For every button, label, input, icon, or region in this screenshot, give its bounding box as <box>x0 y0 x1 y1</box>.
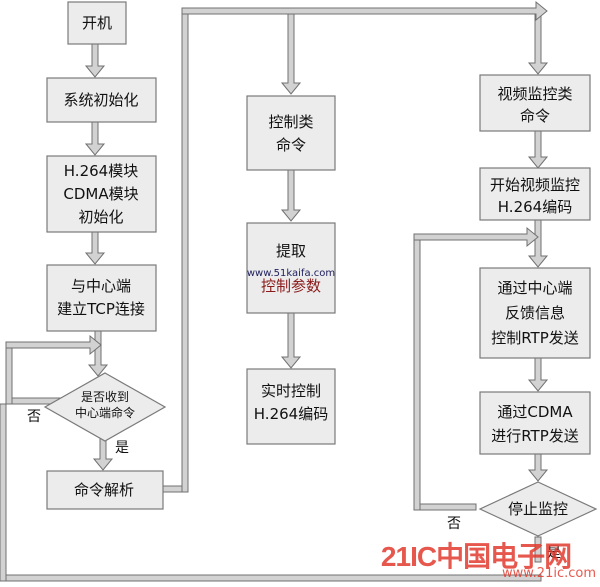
edge-label-yes: 是 <box>115 440 129 456</box>
arrow-loop-left-top <box>5 334 102 356</box>
arrow-feedback-to-cdma <box>527 357 549 392</box>
node-parse-cmd <box>46 470 164 510</box>
arrow-top-to-video <box>527 13 549 75</box>
label-module-init-1: H.264模块 <box>64 162 138 180</box>
arrow-video-to-start <box>527 130 549 169</box>
arrow-parse-right <box>162 485 183 493</box>
label-feedback-3: 控制RTP发送 <box>491 329 579 347</box>
node-power-on <box>67 1 127 45</box>
edge-label-no-right: 否 <box>447 516 461 532</box>
label-power-on: 开机 <box>82 14 112 32</box>
node-system-init <box>46 77 157 123</box>
node-start-video <box>479 167 591 221</box>
label-stop: 停止监控 <box>508 500 568 518</box>
label-module-init-3: 初始化 <box>78 208 123 226</box>
arrow-start-to-feedback <box>527 219 549 268</box>
label-extract-2: 控制参数 <box>261 277 321 295</box>
arrow-loop-left-vertical <box>5 341 13 405</box>
arrow-stop-to-bottom <box>534 536 542 563</box>
arrow-stop-loop-top <box>413 226 539 248</box>
label-feedback-1: 通过中心端 <box>497 279 572 297</box>
nodes <box>43 1 598 537</box>
label-video-1: 视频监控类 <box>497 85 572 103</box>
arrow-init-to-module <box>84 119 106 156</box>
arrow-module-to-tcp <box>84 230 106 265</box>
node-feedback-ctrl <box>479 267 591 359</box>
label-control-2: 命令 <box>276 136 306 154</box>
arrow-top-bar <box>181 0 548 22</box>
label-realtime-1: 实时控制 <box>261 382 321 400</box>
label-tcp-2: 建立TCP连接 <box>57 300 145 318</box>
arrow-bottom-left-vertical <box>0 403 7 582</box>
arrow-control-to-extract <box>280 169 302 222</box>
edge-label-yes-bottom: 是 <box>547 545 561 561</box>
node-stop-monitor <box>478 481 598 537</box>
label-module-init-2: CDMA模块 <box>63 185 138 203</box>
node-realtime-ctrl <box>246 368 336 445</box>
label-video-2: 命令 <box>520 107 550 125</box>
node-control-cmd <box>246 95 336 171</box>
label-cdma-2: 进行RTP发送 <box>491 427 579 445</box>
label-system-init: 系统初始化 <box>63 91 138 109</box>
arrow-tcp-to-decision <box>87 329 109 377</box>
edge-label-no-left: 否 <box>27 409 41 425</box>
arrow-cdma-to-stop <box>527 452 549 482</box>
label-extract-1: 提取 <box>276 242 306 260</box>
arrow-extract-to-realtime <box>280 312 302 369</box>
arrow-poweron-to-init <box>84 42 106 78</box>
label-control-1: 控制类 <box>268 113 313 131</box>
label-receive-2: 中心端命令 <box>75 405 135 420</box>
node-cdma-send <box>479 391 591 455</box>
label-start-1: 开始视频监控 <box>490 176 580 194</box>
arrow-top-to-control <box>280 13 302 95</box>
brand-url-text: www.21ic.com <box>502 566 596 581</box>
label-cdma-1: 通过CDMA <box>497 403 573 421</box>
node-module-init <box>46 155 157 233</box>
label-tcp-1: 与中心端 <box>71 277 131 295</box>
watermark-center: www.51kaifa.com <box>247 268 335 279</box>
brand-logo-text: 21IC中国电子网 <box>381 541 571 572</box>
node-extract-params <box>246 222 336 314</box>
watermark-center-text: www.51kaifa.com <box>247 268 335 279</box>
arrow-stop-loop-vertical <box>413 233 421 511</box>
arrow-decision-to-parse <box>92 437 114 471</box>
label-start-2: H.264编码 <box>498 198 572 216</box>
label-feedback-2: 反馈信息 <box>505 304 565 322</box>
label-parse: 命令解析 <box>74 481 134 499</box>
connectors <box>0 0 549 582</box>
node-tcp-connect <box>46 264 157 332</box>
arrow-bottom-return <box>0 574 542 582</box>
node-receive-check <box>43 372 167 442</box>
arrow-stop-no-left <box>419 503 477 511</box>
label-realtime-2: H.264编码 <box>254 405 328 423</box>
arrow-vertical-up <box>181 13 189 493</box>
label-receive-1: 是否收到 <box>81 390 129 404</box>
brand-logo: 21IC中国电子网 www.21ic.com <box>381 541 596 581</box>
node-video-cmd <box>479 74 591 132</box>
